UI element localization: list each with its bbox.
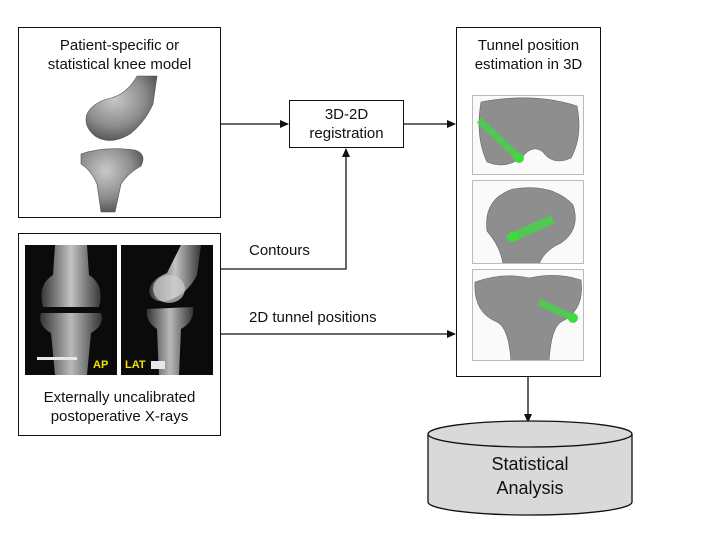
xray-caption: Externally uncalibrated postoperative X-…: [19, 388, 220, 426]
femur-render-view: [472, 95, 584, 175]
tibia-axial-render-view: [472, 180, 584, 264]
lat-knee-radiograph: [146, 245, 201, 375]
analysis-label: Statistical Analysis: [426, 452, 634, 500]
xray-caption-line2: postoperative X-rays: [50, 408, 189, 425]
ap-xray-image: AP: [25, 245, 117, 375]
ap-tag: AP: [93, 359, 109, 371]
lat-tag: LAT: [125, 359, 146, 371]
estimation-title: Tunnel position estimation in 3D: [457, 36, 600, 74]
statistical-analysis-database: [427, 420, 633, 516]
estimation-title-line1: Tunnel position: [477, 37, 580, 54]
knee-bone-model-image: [80, 75, 158, 213]
registration-label: 3D-2D registration: [290, 105, 403, 143]
analysis-line2: Analysis: [496, 478, 564, 498]
knee-model-title-line1: Patient-specific or: [59, 37, 180, 54]
tibia-coronal-render-view: [472, 269, 584, 361]
knee-model-title-line2: statistical knee model: [47, 56, 192, 73]
tunnel-positions-label: 2D tunnel positions: [249, 309, 377, 326]
knee-model-title: Patient-specific or statistical knee mod…: [19, 36, 220, 74]
contours-arrow: [220, 148, 350, 270]
knee-model-box: Patient-specific or statistical knee mod…: [18, 27, 221, 218]
estimation-title-line2: estimation in 3D: [474, 56, 583, 73]
registration-line2: registration: [309, 125, 384, 142]
registration-line1: 3D-2D: [324, 106, 369, 123]
xray-caption-line1: Externally uncalibrated: [43, 389, 196, 406]
ap-knee-radiograph: [37, 245, 102, 375]
registration-box: 3D-2D registration: [289, 100, 404, 148]
analysis-line1: Statistical: [491, 454, 569, 474]
lat-xray-image: LAT: [121, 245, 213, 375]
contours-label: Contours: [249, 242, 310, 259]
tunnel-estimation-box: Tunnel position estimation in 3D: [456, 27, 601, 377]
xray-box: AP LAT Externally uncalibrated postopera…: [18, 233, 221, 436]
